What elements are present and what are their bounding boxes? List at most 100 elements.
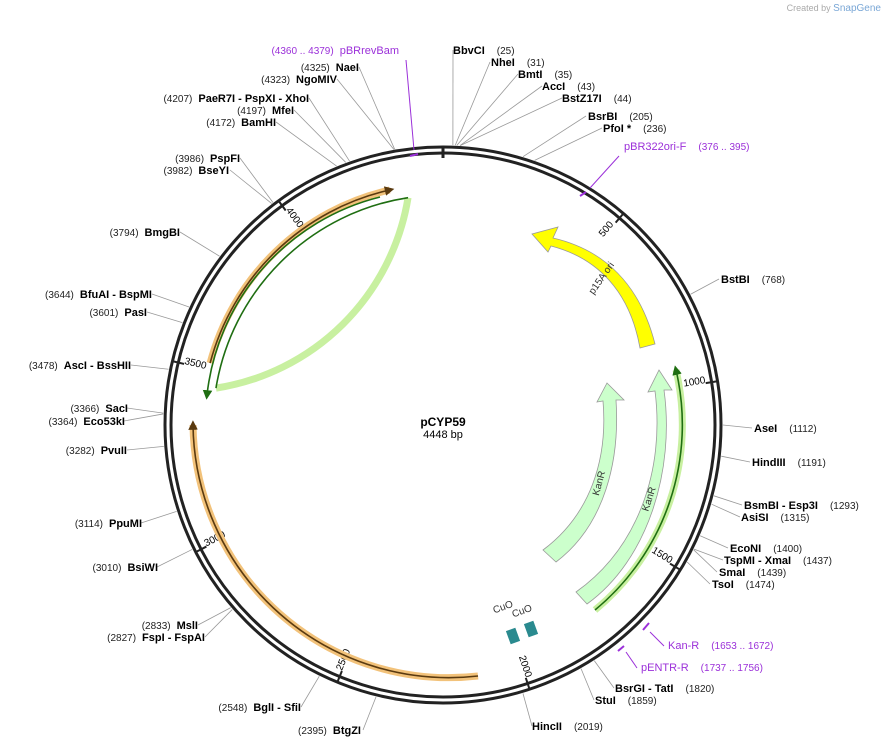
primer-name: pBR322ori-F <box>624 141 687 153</box>
cuo-feature <box>523 620 539 638</box>
restriction-site[interactable]: PfoI *(236) <box>603 123 666 135</box>
site-name: BsrGI - TatI <box>615 683 673 695</box>
site-name: BsrBI <box>588 111 617 123</box>
restriction-site[interactable]: BbvCI (25) <box>453 45 515 57</box>
restriction-site[interactable]: PpuMI(3114) <box>75 518 142 530</box>
primer-position: (1653 .. 1672) <box>711 641 773 652</box>
site-leader <box>580 668 595 701</box>
site-position: (4172) <box>206 118 235 129</box>
site-leader <box>358 66 395 150</box>
restriction-site[interactable]: SacI(3366) <box>70 403 128 415</box>
restriction-sites: BbvCI (25)NheI(31)BmtI(35)AccI(43)BstZ17I… <box>29 45 859 737</box>
site-position: (3364) <box>49 417 78 428</box>
site-leader <box>126 407 164 414</box>
restriction-site[interactable]: FspI - FspAI(2827) <box>107 632 205 644</box>
restriction-site[interactable]: BseYI(3982) <box>164 165 229 177</box>
restriction-site[interactable]: PasI(3601) <box>89 307 147 319</box>
restriction-site[interactable]: AsiSI(1315) <box>741 512 809 524</box>
site-leader <box>126 445 164 451</box>
restriction-site[interactable]: PvuII(3282) <box>66 445 127 457</box>
restriction-site[interactable]: TspMI - XmaI(1437) <box>724 555 832 567</box>
restriction-site[interactable]: BamHI(4172) <box>206 117 276 129</box>
restriction-site[interactable]: BsrBI (205) <box>588 111 653 123</box>
primer[interactable]: pBR322ori-F(376 .. 395) <box>579 141 750 197</box>
restriction-site[interactable]: BsiWI(3010) <box>93 562 158 574</box>
orf-green-left-arrow <box>202 196 381 400</box>
site-position: (4207) <box>163 94 192 105</box>
primer-mark <box>579 191 587 197</box>
restriction-site[interactable]: SmaI (1439) <box>719 567 786 579</box>
site-name: FspI - FspAI <box>142 632 205 644</box>
restriction-site[interactable]: MfeI(4197) <box>237 105 294 117</box>
site-position: (3986) <box>175 154 204 165</box>
site-name: BstBI <box>721 274 750 286</box>
site-leader <box>693 548 724 561</box>
restriction-site[interactable]: StuI(1859) <box>595 695 657 707</box>
site-name: SmaI <box>719 567 745 579</box>
restriction-site[interactable]: Eco53kI (3364) <box>49 416 126 428</box>
restriction-site[interactable]: MslI(2833) <box>142 620 198 632</box>
site-position: (205) <box>629 112 652 123</box>
tick-mark <box>524 677 531 689</box>
restriction-site[interactable]: NaeI(4325) <box>301 62 359 74</box>
orf-orange-bottom-line <box>188 420 479 679</box>
site-leader <box>454 61 491 146</box>
site-position: (31) <box>527 58 545 69</box>
site-leader <box>522 115 587 157</box>
restriction-site[interactable]: PspFI (3986) <box>175 153 240 165</box>
site-leader <box>179 231 220 257</box>
plasmid-length: 4448 bp <box>423 429 463 441</box>
tick-mark <box>669 562 680 571</box>
restriction-site[interactable]: BstBI(768) <box>721 274 785 286</box>
site-name: MfeI <box>272 105 294 117</box>
site-leader <box>229 169 272 204</box>
restriction-site[interactable]: AccI(43) <box>542 81 595 93</box>
restriction-site[interactable]: TsoI(1474) <box>712 579 775 591</box>
primer[interactable]: pENTR-R(1737 .. 1756) <box>617 645 763 674</box>
credit-prefix: Created by <box>786 3 831 13</box>
primer-leader <box>589 155 620 189</box>
site-leader <box>534 127 603 161</box>
site-name: BfuAI - BspMI <box>80 289 152 301</box>
restriction-site[interactable]: AscI - BssHII(3478) <box>29 360 131 372</box>
restriction-site[interactable]: NheI(31) <box>491 57 545 69</box>
tick-label: 1000 <box>683 375 707 389</box>
restriction-site[interactable]: BmgBI(3794) <box>110 227 180 239</box>
site-name: PspFI <box>210 153 240 165</box>
restriction-site[interactable]: EcoNI(1400) <box>730 543 802 555</box>
restriction-site[interactable]: HincII(2019) <box>532 721 603 733</box>
site-leader <box>204 609 233 638</box>
site-position: (44) <box>614 94 632 105</box>
restriction-site[interactable]: BstZ17I(44) <box>562 93 632 105</box>
orf-green-left <box>215 197 412 392</box>
site-leader <box>123 413 164 422</box>
tick-label: 3500 <box>183 356 208 372</box>
primer[interactable]: Kan-R(1653 .. 1672) <box>642 622 773 652</box>
restriction-site[interactable]: BsmBI - Esp3I(1293) <box>744 500 859 512</box>
site-name: PfoI * <box>603 123 632 135</box>
restriction-site[interactable]: BtgZI(2395) <box>298 725 361 737</box>
site-name: StuI <box>595 695 616 707</box>
site-name: BglI - SfiI <box>253 702 301 714</box>
site-position: (25) <box>497 46 515 57</box>
restriction-site[interactable]: BfuAI - BspMI(3644) <box>45 289 152 301</box>
restriction-site[interactable]: AseI(1112) <box>754 423 817 435</box>
site-position: (1191) <box>798 458 826 469</box>
primer[interactable]: pBRrevBam (4360 .. 4379) <box>271 45 419 157</box>
site-position: (1439) <box>757 568 786 579</box>
restriction-site[interactable]: HindIII(1191) <box>752 457 826 469</box>
primer-leader <box>405 59 415 151</box>
site-name: PpuMI <box>109 518 142 530</box>
restriction-site[interactable]: PaeR7I - PspXI - XhoI(4207) <box>163 93 309 105</box>
site-name: Eco53kI <box>83 416 125 428</box>
restriction-site[interactable]: BsrGI - TatI(1820) <box>615 683 714 695</box>
restriction-site[interactable]: BmtI(35) <box>518 69 572 81</box>
site-name: BbvCI <box>453 45 485 57</box>
cuo-feature <box>505 627 521 645</box>
restriction-site[interactable]: BglI - SfiI(2548) <box>218 702 301 714</box>
primer-position: (1737 .. 1756) <box>701 663 763 674</box>
primer-name: pBRrevBam <box>340 45 399 57</box>
restriction-site[interactable]: NgoMIV(4323) <box>261 74 338 86</box>
primer-position: (4360 .. 4379) <box>271 46 333 57</box>
